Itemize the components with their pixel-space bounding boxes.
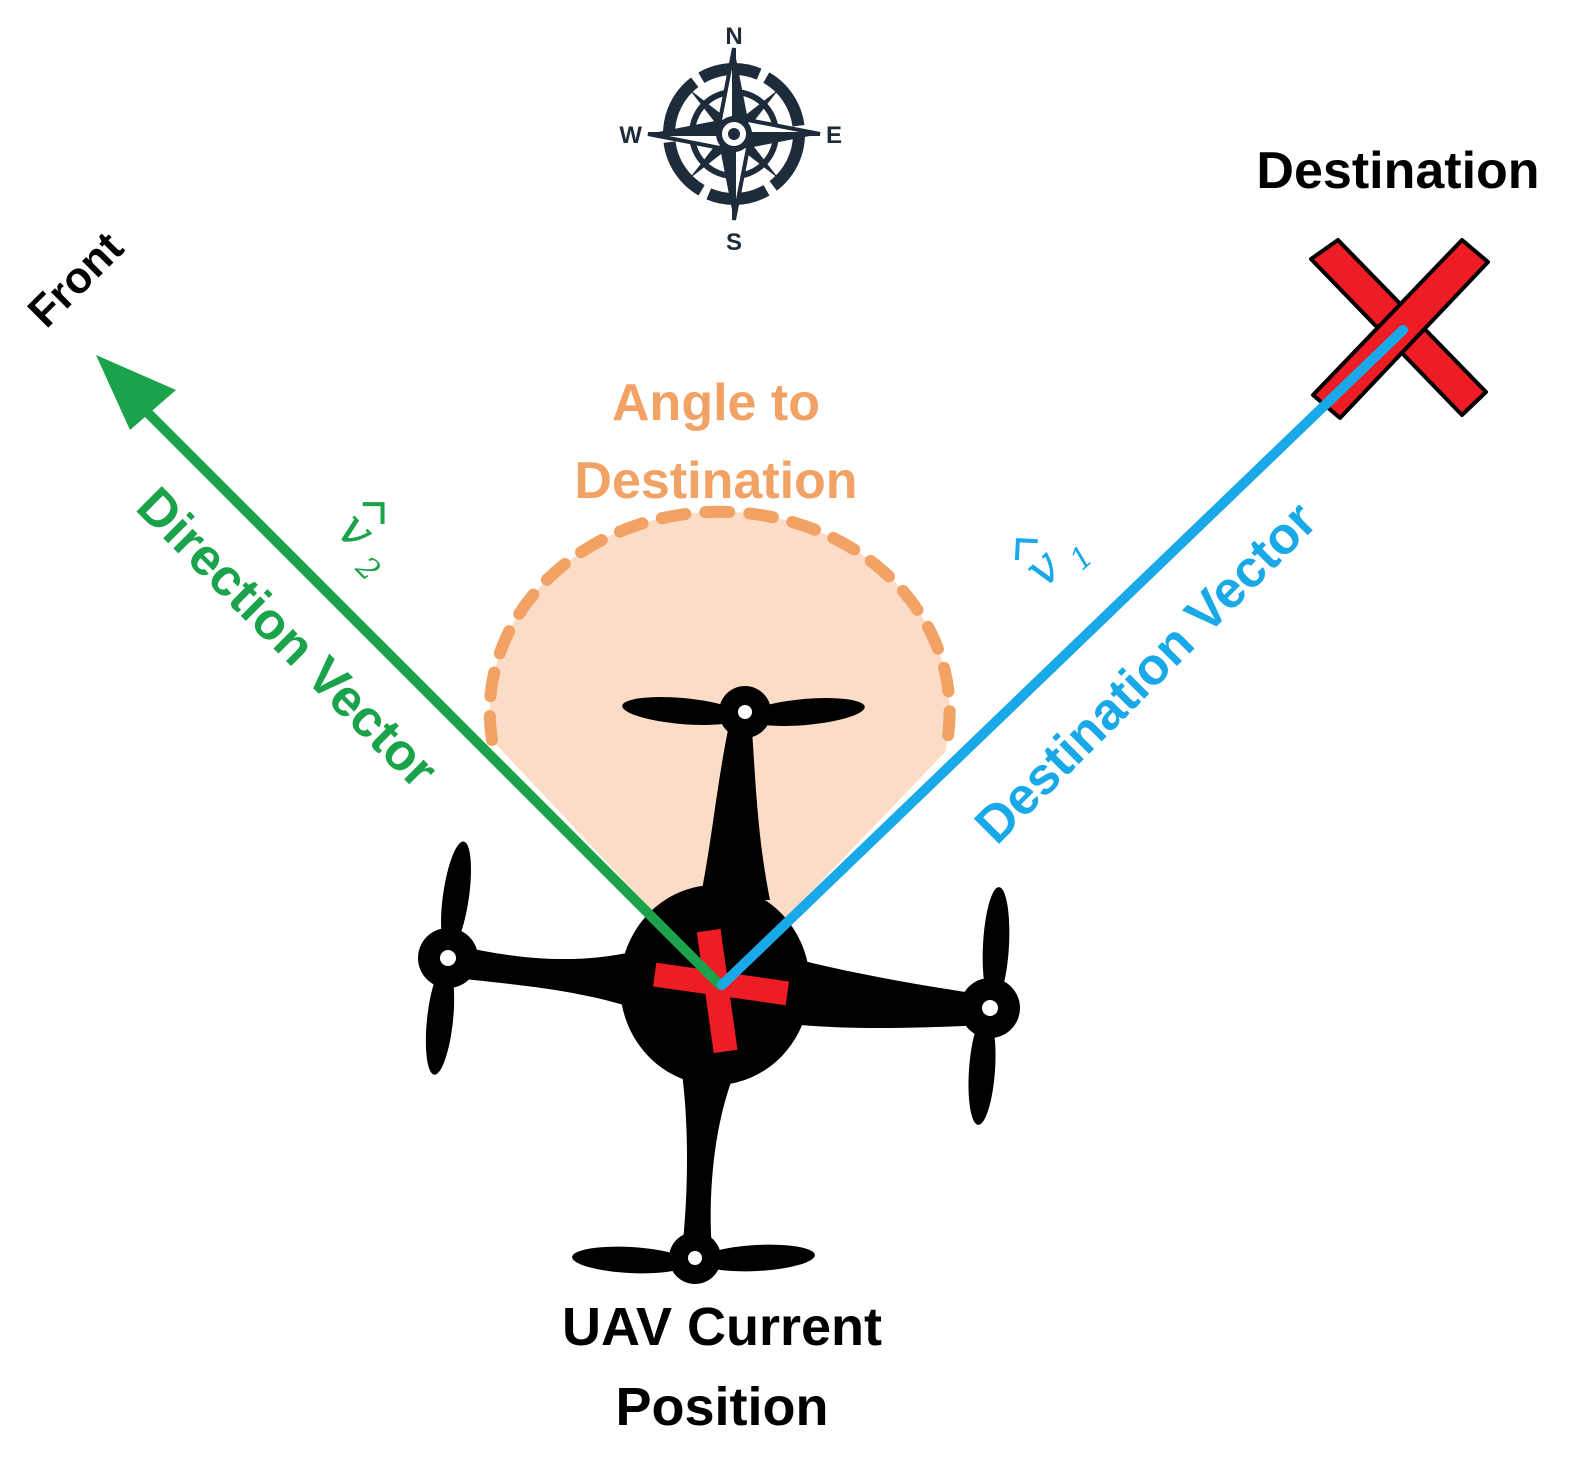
angle-label-line2: Destination <box>574 452 857 510</box>
drone-rotor-top <box>622 686 865 738</box>
destination-vector-line <box>717 325 1408 990</box>
direction-vector-arrowhead <box>96 355 176 430</box>
v1-symbol-subscript: 1 <box>1063 539 1101 578</box>
compass-south: S <box>726 229 742 256</box>
quadcopter-icon <box>418 686 1020 1284</box>
front-label: Front <box>19 222 133 336</box>
compass-rose-icon: N S E W <box>619 23 842 256</box>
v2-hat <box>362 502 385 524</box>
direction-vector-arrow <box>96 355 725 990</box>
drone-arm-left <box>455 945 640 1010</box>
drone-rotor-left <box>418 841 478 1075</box>
angle-fill <box>489 511 950 985</box>
v1-hat <box>1014 538 1038 561</box>
angle-sector <box>483 505 956 985</box>
drone-rotor-right <box>960 887 1020 1125</box>
v1-symbol: v 1 <box>1013 537 1101 599</box>
compass-east: E <box>826 122 842 149</box>
compass-west: W <box>619 122 642 149</box>
drone-rotor-bottom <box>572 1232 815 1284</box>
v2-symbol-subscript: 2 <box>348 549 387 588</box>
uav-label-line2: Position <box>616 1377 829 1437</box>
direction-vector-line <box>135 400 725 990</box>
drone-arm-bottom <box>680 1060 740 1250</box>
drone-arm-right <box>800 960 985 1029</box>
direction-vector-label: Direction Vector <box>126 476 449 799</box>
destination-label: Destination <box>1256 142 1539 200</box>
drone-arm-top <box>700 730 770 900</box>
uav-label-line1: UAV Current <box>562 1297 882 1357</box>
v2-symbol: v 2 <box>326 500 387 589</box>
v2-symbol-text: v <box>326 500 387 561</box>
angle-dashed-arc <box>483 505 956 758</box>
angle-label-line1: Angle to <box>612 374 820 432</box>
compass-north: N <box>725 23 742 50</box>
v1-symbol-text: v <box>1013 537 1073 599</box>
